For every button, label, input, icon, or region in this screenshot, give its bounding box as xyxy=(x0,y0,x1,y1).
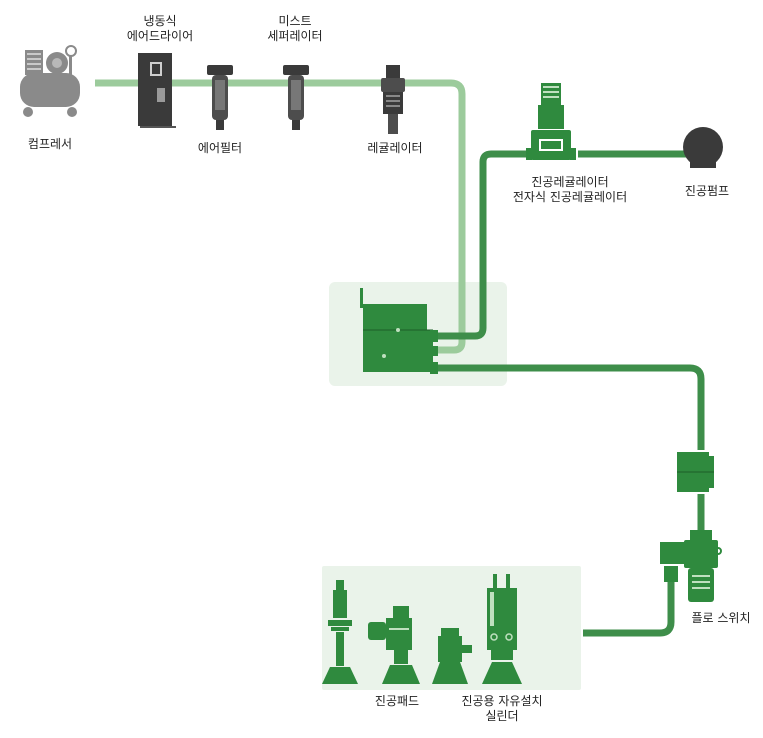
vacuum-pad-icon xyxy=(368,606,420,684)
free-mount-cylinder-label: 진공용 자유설치 실린더 xyxy=(461,694,543,723)
flow-switch-icon xyxy=(660,530,722,602)
vacuum-ejector-icon xyxy=(360,288,438,374)
vacuum-regulator-label: 진공레귤레이터 전자식 진공레귤레이터 xyxy=(512,175,628,204)
vacuum-filter-block-icon xyxy=(677,452,714,492)
vacuum-line-to-flow-switch xyxy=(436,364,705,450)
free-mount-cylinder-icon xyxy=(482,574,522,684)
vacuum-line-to-regulator xyxy=(436,150,527,340)
air-filter-label: 에어필터 xyxy=(197,141,243,155)
mist-separator-icon xyxy=(283,65,309,130)
vacuum-pad-label: 진공패드 xyxy=(374,694,420,708)
regulator-label: 레귤레이터 xyxy=(367,141,423,155)
regulator-icon xyxy=(381,65,405,134)
flow-switch-label: 플로 스위치 xyxy=(691,611,751,625)
mist-separator-label: 미스트 세퍼레이터 xyxy=(267,14,323,43)
small-vacuum-pad-icon xyxy=(432,628,472,684)
vacuum-regulator-icon xyxy=(526,83,576,160)
air-filter-icon xyxy=(207,65,233,130)
compressor-label: 컴프레서 xyxy=(27,137,73,151)
compressor-icon xyxy=(20,45,80,117)
vacuum-pump-label: 진공펌프 xyxy=(684,184,730,198)
vacuum-pad-stack-icon xyxy=(322,580,358,684)
vacuum-pump-icon xyxy=(683,127,723,168)
air-dryer-icon xyxy=(138,53,176,128)
air-dryer-label: 냉동식 에어드라이어 xyxy=(126,14,194,43)
supply-air-line xyxy=(95,79,466,354)
vacuum-line-to-actuators xyxy=(583,580,675,637)
